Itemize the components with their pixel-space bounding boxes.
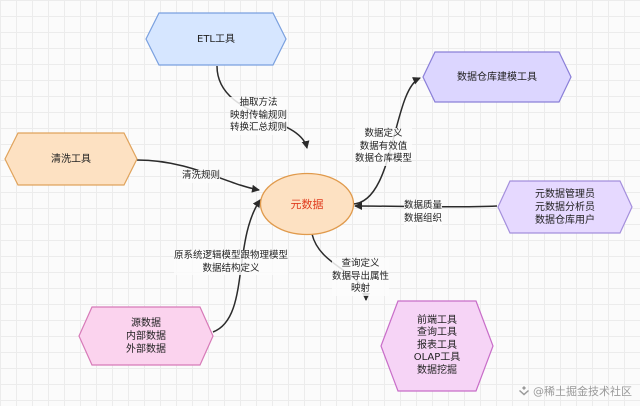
node-frontend-tools[interactable]: 前端工具 查询工具 报表工具 OLAP工具 数据挖掘 [380,300,494,392]
node-label: 清洗工具 [51,153,91,165]
hexagon-shape [497,180,633,234]
edge-label-line: 数据导出属性 [332,270,390,282]
node-modeling-tool[interactable]: 数据仓库建模工具 [422,51,572,103]
edge-label-line: 数据定义 [364,128,403,139]
edge-label-line: 映射 [351,283,371,294]
hexagon-shape [78,306,214,366]
hexagon-shape [4,132,138,186]
edge-label-line: 数据组织 [404,212,443,224]
edge-label-line: 查询定义 [341,258,380,269]
ellipse-shape [259,172,355,236]
node-label: 数据仓库建模工具 [457,71,537,83]
edge-label-users: 数据质量 数据组织 [404,200,443,225]
node-label-line: 元数据分析员 [535,201,595,213]
edge-label-sources: 原系统逻辑模型跟物理模型 数据结构定义 [174,250,289,275]
edge-label-frontend: 查询定义 数据导出属性 映射 [332,258,390,296]
hexagon-shape [145,12,287,66]
node-source-data[interactable]: 源数据 内部数据 外部数据 [78,306,214,366]
watermark: @稀土掘金技术社区 [518,383,632,399]
edge-label-line: 数据质量 [404,200,443,211]
node-label: ETL工具 [197,33,235,45]
juejin-logo-icon [519,386,529,396]
node-label-line: 源数据 [131,317,161,329]
node-label-line: 数据挖掘 [417,364,457,376]
node-label-line: 内部数据 [126,330,166,342]
node-etl-tool[interactable]: ETL工具 [145,12,287,66]
edge-label-line: 数据有效值 [359,140,408,152]
node-label-line: 查询工具 [417,327,457,339]
node-label-line: 元数据管理员 [535,188,595,200]
watermark-text: @稀土掘金技术社区 [533,385,632,398]
node-label-line: OLAP工具 [413,352,461,364]
edge-label-line: 抽取方法 [239,97,278,108]
edge-label-modeling: 数据定义 数据有效值 数据仓库模型 [355,128,413,166]
node-label-line: 外部数据 [126,343,166,355]
edge-sources-to-center [212,199,261,333]
edge-label-line: 数据仓库模型 [355,153,413,164]
node-label-line: 前端工具 [417,314,457,326]
edge-label-line: 原系统逻辑模型跟物理模型 [174,250,289,261]
hexagon-shape [380,300,494,392]
edge-label-line: 映射传输规则 [230,109,288,121]
edge-label-cleaning: 清洗规则 [182,170,221,183]
edge-label-line: 清洗规则 [182,170,221,181]
hexagon-shape [422,51,572,103]
edge-label-etl: 抽取方法 映射传输规则 转换汇总规则 [230,97,288,135]
node-metadata-center[interactable]: 元数据 [259,172,355,236]
edge-label-line: 转换汇总规则 [230,122,288,133]
node-cleaning-tool[interactable]: 清洗工具 [4,132,138,186]
node-metadata-users[interactable]: 元数据管理员 元数据分析员 数据仓库用户 [497,180,633,234]
edge-label-line: 数据结构定义 [202,262,260,274]
node-label: 元数据 [290,197,324,211]
node-label-line: 报表工具 [417,339,457,351]
node-label-line: 数据仓库用户 [535,214,595,226]
